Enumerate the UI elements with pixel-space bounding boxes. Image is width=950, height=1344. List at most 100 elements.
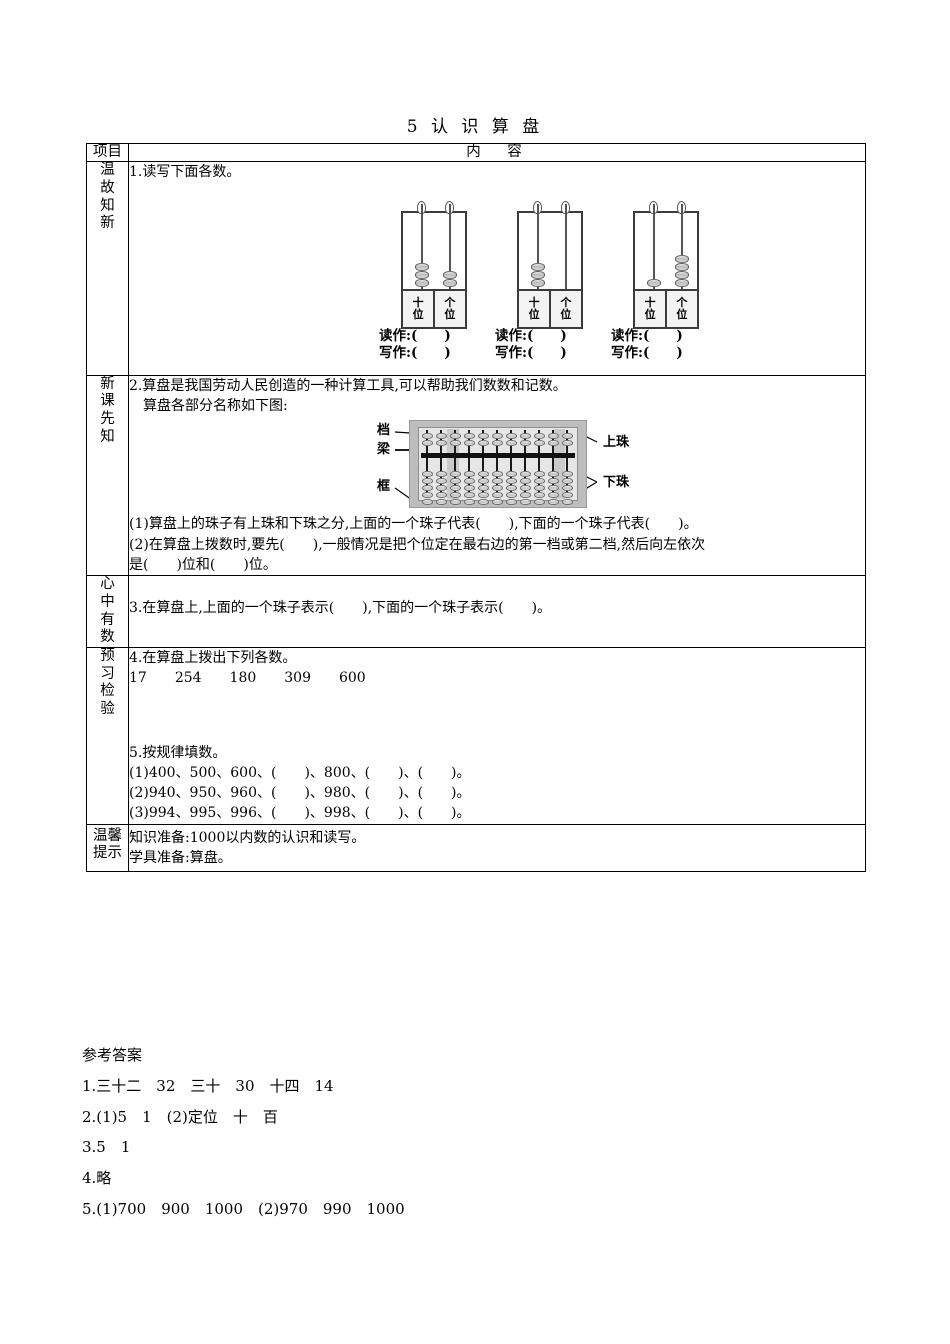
table-row: 心 中 有 数 3.在算盘上,上面的一个珠子表示( ),下面的一个珠子表示( )…: [86, 575, 866, 648]
row-label-preview: 预 习 检 验: [86, 646, 129, 825]
worksheet-table: 项目 内 容 温 故 知 新 1.读写下面各数。: [86, 142, 866, 873]
place-char: 十: [412, 295, 424, 309]
upper-bead: [449, 440, 461, 447]
place-char: 位: [528, 307, 540, 321]
row-label-newlesson: 新 课 先 知: [86, 374, 129, 577]
lower-bead: [505, 471, 517, 478]
read-label-2: 读作:( ): [495, 327, 567, 344]
bead: [530, 270, 545, 279]
tens-rod: [653, 203, 655, 289]
lower-bead: [505, 485, 517, 492]
row-label-char: 先: [100, 411, 115, 428]
lower-bead: [547, 492, 559, 499]
lower-bead: [533, 485, 545, 492]
lower-bead: [449, 499, 461, 506]
lower-bead: [547, 499, 559, 506]
lower-bead: [519, 485, 531, 492]
table-row: 预 习 检 验 4.在算盘上拨出下列各数。 17 254 180 309 600…: [86, 646, 866, 825]
abacus-label-rod: 档: [377, 423, 391, 439]
lower-bead: [463, 499, 475, 506]
upper-bead: [435, 440, 447, 447]
table-row: 温馨 提示 知识准备:1000以内数的认识和读写。 学具准备:算盘。: [86, 823, 866, 873]
question-5-item-2: (2)940、950、960、( )、980、( )、( )。: [129, 785, 471, 802]
base-divider: [665, 290, 667, 327]
lower-bead: [463, 492, 475, 499]
question-4-numbers: 17 254 180 309 600: [129, 670, 366, 687]
place-label-tens: 十 位: [403, 291, 433, 327]
bead: [414, 262, 429, 271]
row-content-review: 1.读写下面各数。: [128, 161, 866, 376]
row-label-char: 故: [100, 180, 115, 197]
lower-bead: [449, 471, 461, 478]
lower-bead: [435, 471, 447, 478]
question-2-line1: 2.算盘是我国劳动人民创造的一种计算工具,可以帮助我们数数和记数。: [129, 377, 567, 394]
lower-bead: [491, 492, 503, 499]
upper-bead: [561, 440, 573, 447]
abacus-rod: [524, 430, 527, 499]
counter-2-frame: [517, 200, 583, 289]
lower-bead: [533, 492, 545, 499]
read-write-1: 读作:( ) 写作:( ): [379, 328, 451, 362]
abacus-figure: 档 梁 框 上珠 下珠: [129, 418, 865, 514]
bead: [530, 262, 545, 271]
row-label-char: 知: [100, 428, 115, 445]
bead: [674, 254, 689, 263]
table-row: 温 故 知 新 1.读写下面各数。: [86, 161, 866, 376]
lower-bead: [533, 499, 545, 506]
place-char: 个: [560, 295, 572, 309]
read-write-2: 读作:( ) 写作:( ): [495, 328, 567, 362]
answer-line-1: 1.三十二 32 三十 30 十四 14: [82, 1076, 334, 1095]
lower-bead: [491, 471, 503, 478]
lower-bead: [421, 492, 433, 499]
lower-bead: [435, 499, 447, 506]
row-label-char: 新: [100, 375, 115, 392]
lower-bead: [533, 471, 545, 478]
read-write-3: 读作:( ) 写作:( ): [611, 328, 683, 362]
row-label-char: 提示: [93, 845, 122, 862]
upper-bead: [491, 440, 503, 447]
lower-bead: [421, 485, 433, 492]
lower-bead: [547, 478, 559, 485]
place-char: 个: [676, 295, 688, 309]
place-label-ones: 个 位: [667, 291, 697, 327]
lower-bead: [491, 485, 503, 492]
row-label-char: 数: [100, 629, 115, 646]
place-char: 位: [676, 307, 688, 321]
tip-line-1: 知识准备:1000以内数的认识和读写。: [129, 829, 366, 846]
lower-bead: [561, 499, 573, 506]
row-label-char: 温馨: [93, 827, 122, 844]
lower-bead: [435, 485, 447, 492]
question-4-text: 4.在算盘上拨出下列各数。: [129, 649, 297, 666]
place-label-ones: 个 位: [551, 291, 581, 327]
tip-line-2: 学具准备:算盘。: [129, 850, 232, 866]
abacus-rod: [454, 430, 457, 499]
lower-bead: [449, 485, 461, 492]
lower-bead: [519, 478, 531, 485]
upper-bead: [421, 433, 433, 440]
place-label-ones: 个 位: [435, 291, 465, 327]
ones-rod: [449, 203, 451, 289]
row-content-mental: 3.在算盘上,上面的一个珠子表示( ),下面的一个珠子表示( )。: [128, 575, 866, 648]
bead: [442, 278, 457, 287]
lower-bead: [505, 492, 517, 499]
row-label-char: 知: [100, 197, 115, 214]
upper-bead: [491, 433, 503, 440]
read-label-1: 读作:( ): [379, 327, 451, 344]
upper-bead: [477, 433, 489, 440]
header-col-content: 内 容: [128, 142, 866, 163]
upper-bead: [463, 433, 475, 440]
counter-3: 十 位 个 位: [633, 200, 701, 329]
counter-1-frame: [401, 200, 467, 289]
abacus-label-beam: 梁: [377, 442, 391, 458]
lower-bead: [463, 478, 475, 485]
lower-bead: [491, 499, 503, 506]
lower-bead: [561, 485, 573, 492]
lower-bead: [477, 471, 489, 478]
abacus-rod: [510, 430, 513, 499]
question-5-item-3: (3)994、995、996、( )、998、( )、( )。: [129, 805, 471, 822]
abacus-inner-frame: [418, 427, 578, 506]
place-char: 位: [560, 307, 572, 321]
lower-bead: [491, 478, 503, 485]
lower-bead: [519, 499, 531, 506]
row-label-char: 心: [100, 576, 115, 593]
